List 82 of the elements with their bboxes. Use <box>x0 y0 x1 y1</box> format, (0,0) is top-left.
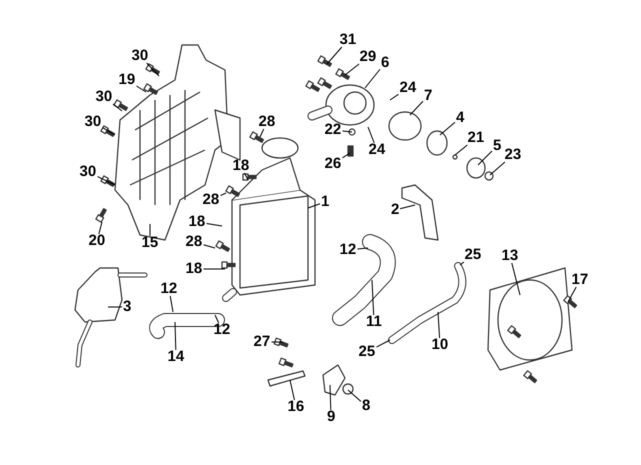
leader-line <box>357 248 368 250</box>
callout-number: 28 <box>202 192 220 208</box>
callout-number: 6 <box>381 55 390 71</box>
callout-number: 18 <box>188 214 206 230</box>
leader-line <box>400 204 416 210</box>
leader-line <box>454 144 468 156</box>
callout-number: 8 <box>362 398 370 414</box>
leader-line <box>290 380 295 400</box>
leader-line <box>344 64 360 76</box>
leader-line <box>326 46 342 64</box>
leader-line <box>206 223 222 226</box>
callout-number: 20 <box>88 233 106 249</box>
leader-line <box>342 152 350 158</box>
leader-line <box>490 162 506 176</box>
leader-line <box>108 306 122 308</box>
callout-number: 12 <box>160 281 178 297</box>
leader-line <box>174 322 176 350</box>
callout-number: 27 <box>254 334 270 350</box>
callout-number: 11 <box>366 314 382 330</box>
leader-line <box>376 340 390 348</box>
leader-line <box>460 262 464 266</box>
callout-number: 30 <box>80 164 96 180</box>
leader-line <box>203 244 216 248</box>
callout-number: 28 <box>186 234 202 250</box>
callout-number: 12 <box>214 322 230 338</box>
leader-line <box>410 100 424 116</box>
callout-number: 28 <box>258 114 276 130</box>
callout-number: 30 <box>96 89 112 105</box>
leader-line <box>348 390 362 402</box>
leader-line <box>203 268 226 270</box>
leader-line <box>102 127 116 136</box>
leader-line <box>214 314 220 324</box>
callout-number: 19 <box>118 72 136 88</box>
leader-line <box>146 62 160 76</box>
leader-line <box>438 312 440 338</box>
callout-number: 1 <box>321 194 330 210</box>
leader-line <box>308 203 320 208</box>
callout-number: 10 <box>432 337 448 353</box>
callout-number: 29 <box>360 49 376 65</box>
leader-line <box>260 128 264 138</box>
leader-line <box>372 280 374 316</box>
callout-number: 4 <box>456 110 464 126</box>
callout-number: 7 <box>424 88 432 104</box>
callout-number: 14 <box>168 349 184 365</box>
leader-line <box>97 176 116 186</box>
callout-number: 30 <box>132 48 148 64</box>
callout-number: 25 <box>358 344 376 360</box>
leader-line <box>390 94 399 100</box>
callout-number: 16 <box>288 399 304 415</box>
callout-number: 18 <box>186 261 202 277</box>
callout-number: 24 <box>368 142 386 158</box>
leader-line <box>478 150 492 166</box>
callout-number: 30 <box>84 114 102 130</box>
callout-number: 22 <box>324 122 342 138</box>
leader-line <box>511 262 520 296</box>
leader-line <box>568 286 577 302</box>
leader-line <box>342 130 352 132</box>
callout-number: 9 <box>327 409 336 425</box>
leader-line <box>244 172 248 180</box>
callout-number: 2 <box>391 202 400 218</box>
callout-number: 15 <box>142 235 158 251</box>
leader-line <box>440 122 456 136</box>
leader-line <box>136 86 146 92</box>
callout-number: 3 <box>123 299 132 315</box>
callout-number: 23 <box>504 147 522 163</box>
callout-number: 25 <box>464 247 482 263</box>
callout-number: 26 <box>324 156 342 172</box>
callout-number: 18 <box>232 158 250 174</box>
callout-number: 24 <box>400 80 416 96</box>
leader-line <box>364 68 380 88</box>
callout-number: 31 <box>340 32 356 48</box>
leader-line <box>98 222 102 234</box>
callout-number: 13 <box>502 248 518 264</box>
callout-number: 12 <box>340 242 356 258</box>
callout-number: 17 <box>572 272 588 288</box>
leader-line <box>220 192 226 196</box>
leader-line <box>170 296 174 312</box>
leader-line <box>330 384 332 410</box>
leader-line <box>112 104 122 112</box>
callout-number: 21 <box>468 130 484 146</box>
callout-number: 5 <box>493 138 502 154</box>
leader-line <box>368 126 375 144</box>
